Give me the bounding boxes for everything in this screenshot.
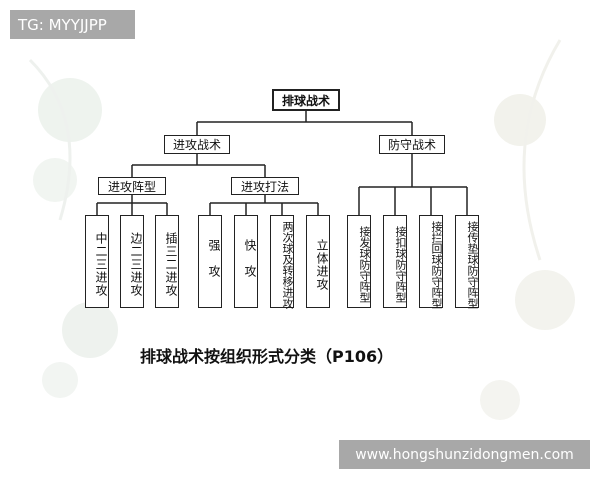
leaf-spike-receive-defense: 接扣球防守阵型 (383, 215, 407, 308)
watermark-bottom: www.hongshunzidongmen.com (339, 440, 590, 469)
node-defense-tactics-label: 防守战术 (387, 138, 436, 152)
leaf-side-two-three-attack: 边二三进攻 (120, 215, 144, 308)
watermark-top: TG: MYYJJPP (10, 10, 135, 39)
node-attack-methods: 进攻打法 (231, 177, 299, 195)
node-attack-formation-label: 进攻阵型 (107, 179, 156, 194)
leaf-label: 插三二进攻 (164, 232, 178, 297)
node-root-label: 排球战术 (281, 93, 330, 108)
leaf-label: 中二三进攻 (94, 232, 108, 297)
leaf-label: 快攻 (243, 238, 257, 291)
leaf-label: 两次球及转移进攻 (281, 220, 294, 309)
leaf-label: 接传垫球防守阵型 (466, 220, 479, 309)
leaf-label: 强攻 (207, 238, 221, 291)
diagram-caption: 排球战术按组织形式分类（P106） (140, 347, 394, 366)
leaf-label: 接拦回球防守阵型 (430, 220, 443, 309)
leaf-serve-receive-defense: 接发球防守阵型 (347, 215, 371, 308)
node-attack-tactics-label: 进攻战术 (172, 138, 221, 152)
leaf-set-dig-defense: 接传垫球防守阵型 (455, 215, 479, 309)
leaf-power-attack: 强攻 (198, 215, 222, 308)
node-root: 排球战术 (272, 89, 340, 111)
leaf-double-ball-transfer-attack: 两次球及转移进攻 (270, 215, 294, 309)
node-attack-methods-label: 进攻打法 (240, 179, 289, 194)
leaf-label: 接发球防守阵型 (358, 226, 371, 303)
node-attack-tactics: 进攻战术 (164, 135, 230, 154)
leaf-label: 边二三进攻 (129, 232, 143, 297)
leaf-label: 立体进攻 (315, 238, 329, 291)
leaf-block-rebound-defense: 接拦回球防守阵型 (419, 215, 443, 309)
leaf-label: 接扣球防守阵型 (394, 226, 407, 303)
leaf-3d-attack: 立体进攻 (306, 215, 330, 308)
node-attack-formation: 进攻阵型 (98, 177, 166, 195)
leaf-quick-attack: 快攻 (234, 215, 258, 308)
node-defense-tactics: 防守战术 (379, 135, 445, 154)
leaf-insert-three-two-attack: 插三二进攻 (155, 215, 179, 308)
leaf-middle-two-three-attack: 中二三进攻 (85, 215, 109, 308)
